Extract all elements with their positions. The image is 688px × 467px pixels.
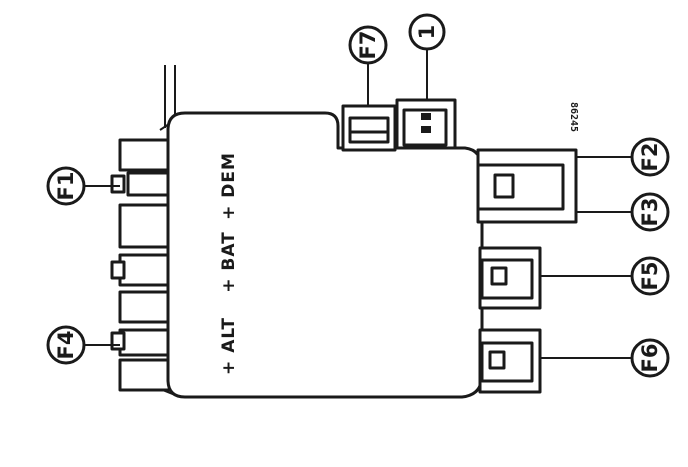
- callout-f3-label: F3: [638, 198, 662, 227]
- callout-f1-label: F1: [54, 172, 78, 201]
- fuse-box-housing: [166, 111, 484, 399]
- callout-f4-label: F4: [54, 331, 78, 360]
- terminal-label-dem: + DEM: [219, 152, 239, 220]
- callout-f5-label: F5: [638, 262, 662, 291]
- terminal-label-bat: + BAT: [219, 231, 239, 293]
- relay-f7: [341, 104, 397, 152]
- terminal-label-alt: + ALT: [219, 317, 239, 375]
- callout-f4: F4: [46, 325, 86, 365]
- callout-f3: F3: [630, 192, 670, 232]
- callout-1-label: 1: [415, 25, 439, 40]
- top-connector-1: [395, 98, 457, 150]
- connector-f2-f3: [476, 148, 578, 224]
- connector-f5: [478, 246, 542, 310]
- callout-f6-label: F6: [638, 344, 662, 373]
- leader-lines: [84, 48, 632, 359]
- callout-1: 1: [408, 13, 446, 51]
- callout-f5: F5: [630, 256, 670, 296]
- connector-f6: [478, 328, 542, 394]
- callout-f6: F6: [630, 338, 670, 378]
- callout-f7-label: F7: [356, 31, 380, 60]
- callout-f2-label: F2: [638, 143, 662, 172]
- callout-f7: F7: [348, 25, 388, 65]
- left-terminal-blocks: [110, 138, 172, 392]
- reference-code: 86245: [568, 102, 579, 132]
- callout-f1: F1: [46, 166, 86, 206]
- callout-f2: F2: [630, 137, 670, 177]
